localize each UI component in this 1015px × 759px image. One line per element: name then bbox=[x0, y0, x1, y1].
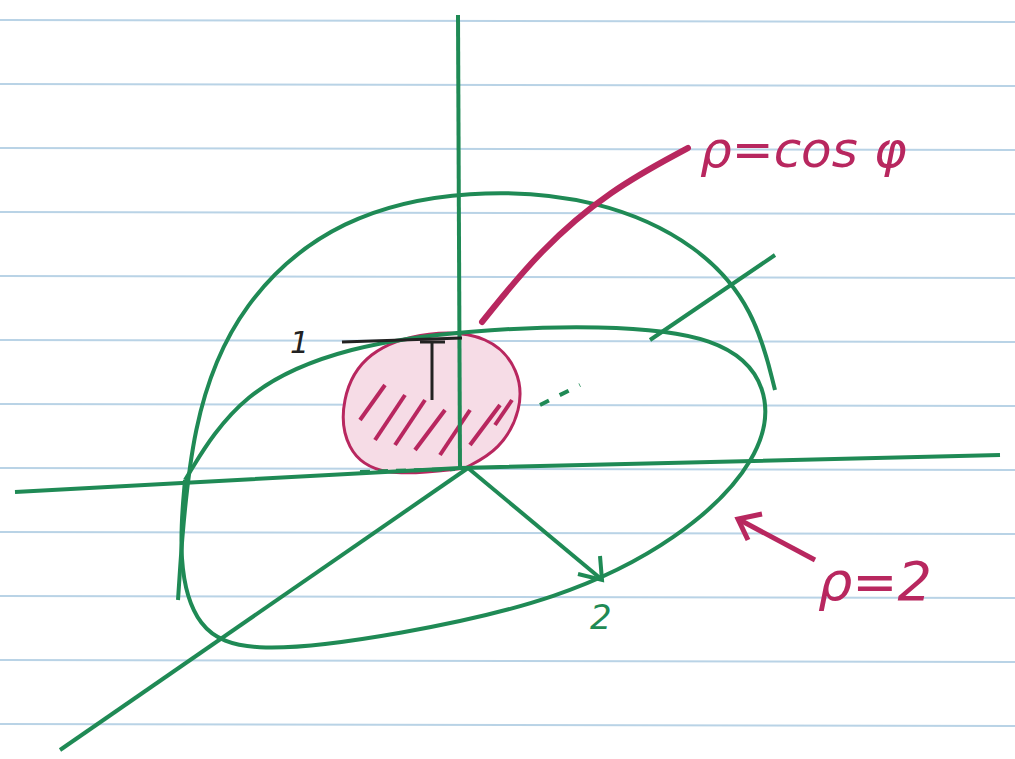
hidden-axis bbox=[360, 469, 455, 472]
hatching bbox=[440, 410, 470, 455]
inner-sphere bbox=[343, 333, 520, 473]
base-ellipse bbox=[181, 327, 765, 647]
axis-value: 1 bbox=[290, 328, 309, 358]
hatching bbox=[495, 400, 512, 425]
paper-rule bbox=[0, 340, 1015, 342]
paper-rule bbox=[0, 84, 1015, 86]
height-tick bbox=[431, 342, 434, 400]
coordinate-axis bbox=[15, 455, 1000, 492]
height-tick bbox=[420, 341, 445, 344]
axis-value: 2 bbox=[590, 600, 612, 634]
paper-rule bbox=[0, 276, 1015, 278]
hidden-axis bbox=[540, 385, 580, 405]
curve-label: ρ=2 bbox=[818, 555, 932, 609]
radius-arrow bbox=[468, 468, 600, 578]
paper-rule bbox=[0, 532, 1015, 534]
paper-rule bbox=[0, 660, 1015, 662]
outer-sphere bbox=[178, 193, 775, 600]
curve-label: ρ=cos φ bbox=[700, 125, 907, 175]
coordinate-axis bbox=[60, 468, 468, 750]
leader-line bbox=[482, 148, 688, 322]
height-tick bbox=[342, 338, 462, 342]
paper-rule bbox=[0, 724, 1015, 726]
hatching bbox=[395, 400, 425, 445]
paper-rule bbox=[0, 212, 1015, 214]
hatching bbox=[415, 410, 445, 450]
paper-rule bbox=[0, 20, 1015, 22]
hatching bbox=[360, 385, 385, 420]
coordinate-axis bbox=[458, 15, 460, 468]
arrowhead bbox=[738, 514, 762, 540]
leader-arrow bbox=[740, 520, 815, 560]
